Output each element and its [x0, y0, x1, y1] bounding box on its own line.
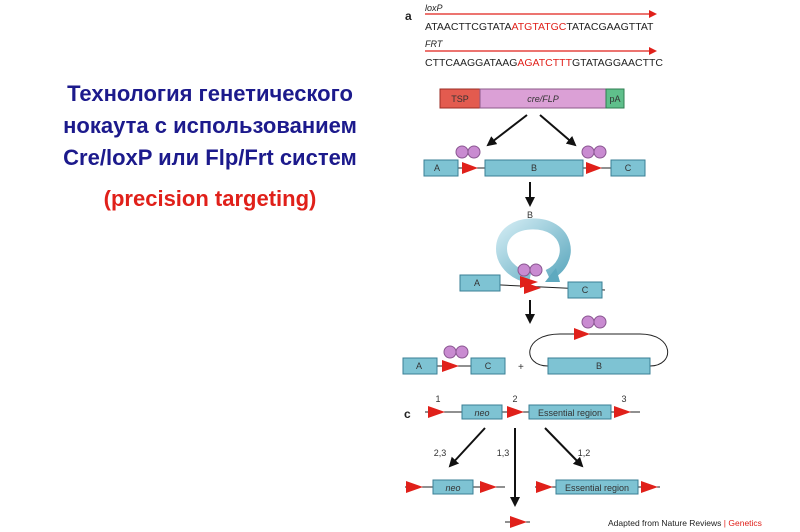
arrow-branch-right — [544, 427, 584, 468]
site-arrow — [406, 481, 423, 493]
site-arrow-3 — [614, 406, 631, 418]
neo-label: neo — [474, 408, 489, 418]
segment-b-label: B — [596, 361, 602, 371]
recombinase-dot — [517, 263, 531, 277]
panel-a-label: a — [405, 9, 412, 23]
recombinase-dot — [593, 145, 607, 159]
branch-left-label: 2,3 — [434, 448, 447, 458]
recombinase-dot — [443, 345, 457, 359]
segment-a — [423, 159, 459, 177]
site-arrow-2 — [586, 162, 602, 174]
arrow-branch-left — [448, 427, 486, 468]
product-essential-retained: Essential region — [535, 479, 660, 495]
site-arrow — [510, 516, 527, 528]
segment-a — [459, 274, 501, 292]
essential-region-label: Essential region — [538, 408, 602, 418]
segment-a-label: A — [474, 278, 480, 288]
site-arrow — [524, 282, 541, 294]
recombinase-dot — [581, 145, 595, 159]
recombinase-dot — [455, 145, 469, 159]
frt-name: FRT — [425, 39, 444, 49]
title-line-3: Cre/loxP или Flp/Frt систем — [63, 145, 357, 170]
site-arrow — [480, 481, 497, 493]
neo-box — [461, 404, 503, 420]
cre-flp-label: cre/FLP — [527, 94, 559, 104]
branch-middle-label: 1,3 — [497, 448, 510, 458]
segment-c-label: C — [582, 285, 589, 295]
segment-a-label: A — [416, 361, 422, 371]
recombinase-dot — [593, 315, 607, 329]
essential-region-box — [528, 404, 612, 420]
title-line-1: Технология генетического — [67, 81, 353, 106]
product-neo-retained: neo — [405, 479, 505, 495]
segment-b-label: B — [531, 163, 537, 173]
plus-sign: + — [518, 362, 524, 373]
loxp-name: loxP — [425, 3, 443, 13]
panel-c-label: c — [404, 407, 411, 421]
title-line-2: нокаута с использованием — [63, 113, 357, 138]
essential-region-label: Essential region — [565, 483, 629, 493]
site-number-3: 3 — [621, 394, 626, 404]
pa-label: pA — [609, 94, 620, 104]
excised-circle — [529, 333, 668, 367]
essential-region-box — [555, 479, 639, 495]
credit-separator: | — [723, 518, 726, 528]
segment-c — [610, 159, 646, 177]
row-excision-products: A C + B — [402, 315, 668, 375]
recombinase-dot — [529, 263, 543, 277]
recombinase-dot — [581, 315, 595, 329]
row-synapsis-loop: B A C — [459, 210, 606, 299]
segment-b — [547, 357, 651, 375]
neo-box — [432, 479, 474, 495]
site-arrow-1 — [428, 406, 445, 418]
neo-label: neo — [445, 483, 460, 493]
segment-a-label: A — [434, 163, 440, 173]
segment-c-label: C — [625, 163, 632, 173]
excision-loop — [496, 218, 571, 284]
site-arrow — [536, 481, 553, 493]
row-three-site-allele: neo Essential region 1 2 3 — [425, 394, 640, 420]
pa-box — [605, 88, 625, 109]
segment-c — [470, 357, 506, 375]
segment-c — [567, 281, 603, 299]
page-subtitle: (precision targeting) — [103, 186, 317, 211]
arrow-to-site-left — [486, 114, 528, 147]
credit-section: Genetics — [728, 518, 762, 528]
site-arrow — [442, 360, 459, 372]
site-arrow — [574, 328, 590, 340]
recombinase-construct: TSP cre/FLP pA — [439, 88, 625, 109]
page-title: Технология генетического нокаута с испол… — [0, 78, 420, 174]
recombinase-dot — [455, 345, 469, 359]
segment-a — [402, 357, 438, 375]
segment-c-label: C — [485, 361, 492, 371]
loop-arrowhead — [545, 268, 560, 282]
product-all-deleted — [505, 516, 530, 528]
recombinase-dot — [467, 145, 481, 159]
frt-sequence: CTTCAAGGATAAGAGATCTTTGTATAGGAACTTC — [425, 57, 663, 69]
site-arrow — [641, 481, 658, 493]
credit-journal: Nature Reviews — [661, 518, 722, 528]
loop-label-b: B — [527, 210, 533, 220]
loxp-sequence: ATAACTTCGTATAATGTATGCTATACGAAGTTAT — [425, 21, 654, 33]
site-arrow-2 — [507, 406, 524, 418]
row-floxed-allele: A B C — [423, 145, 646, 177]
site-number-1: 1 — [435, 394, 440, 404]
credit-adapted: Adapted from — [608, 518, 660, 528]
arrow-to-site-right — [539, 114, 577, 147]
source-credit: Adapted from Nature Reviews | Genetics — [608, 518, 762, 528]
segment-b — [484, 159, 584, 177]
site-arrow-1 — [462, 162, 478, 174]
site-number-2: 2 — [512, 394, 517, 404]
tsp-label: TSP — [451, 94, 469, 104]
branch-right-label: 1,2 — [578, 448, 591, 458]
